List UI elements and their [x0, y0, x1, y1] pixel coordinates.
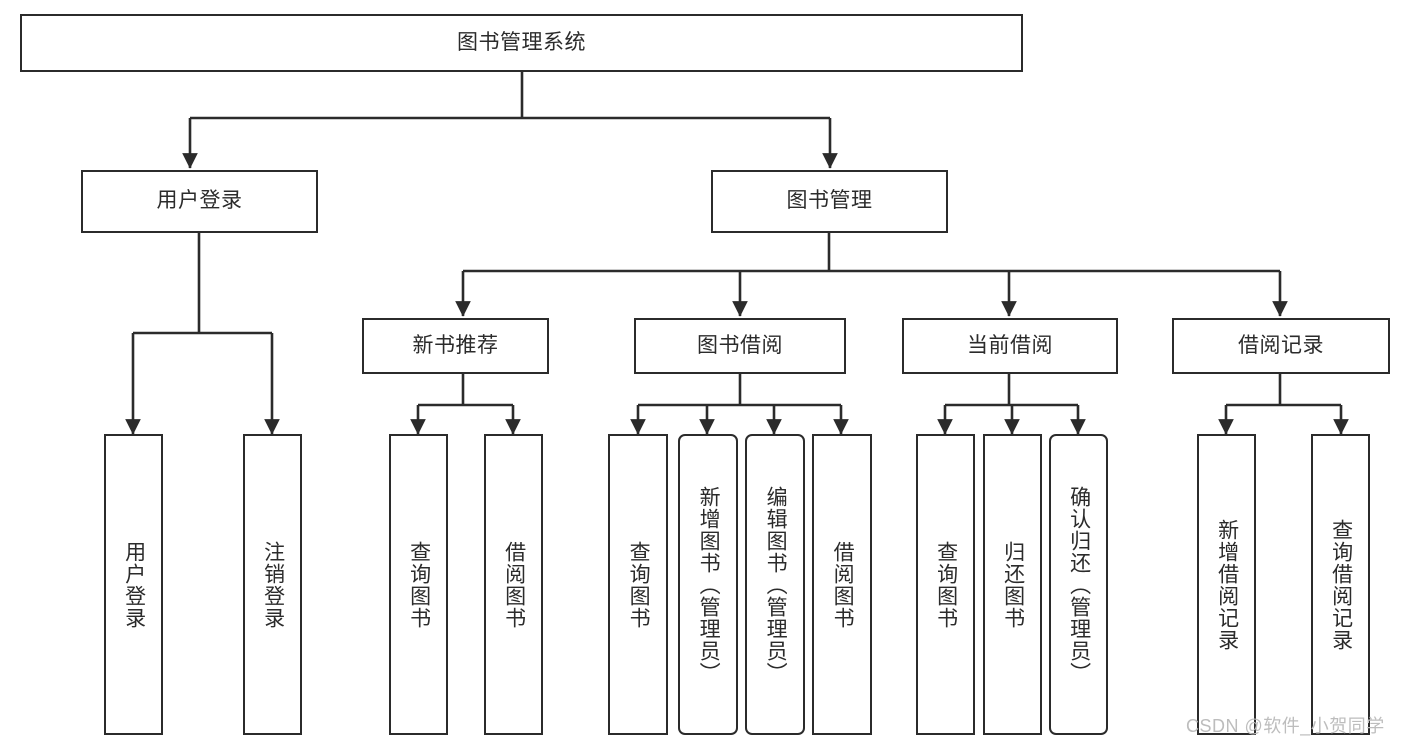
node-label: 注销登录 [261, 540, 285, 629]
leaf-borrow-query-book[interactable]: 查询图书 [608, 434, 668, 735]
node-label: 用户登录 [156, 189, 243, 213]
node-label: 新增图书（管理员） [697, 485, 721, 684]
leaf-return-book[interactable]: 归还图书 [983, 434, 1042, 735]
node-book-management[interactable]: 图书管理 [711, 170, 948, 233]
node-label: 编辑图书（管理员） [764, 485, 788, 684]
node-label: 确认归还（管理员） [1067, 485, 1091, 684]
node-root-book-management-system[interactable]: 图书管理系统 [20, 14, 1023, 72]
leaf-current-query-book[interactable]: 查询图书 [916, 434, 975, 735]
node-book-borrow[interactable]: 图书借阅 [634, 318, 846, 374]
node-label: 用户登录 [122, 540, 146, 629]
node-label: 当前借阅 [967, 333, 1053, 357]
node-label: 归还图书 [1001, 540, 1025, 629]
node-label: 图书管理 [786, 189, 873, 213]
node-label: 图书借阅 [697, 333, 783, 357]
node-new-book-recommend[interactable]: 新书推荐 [362, 318, 549, 374]
node-user-login[interactable]: 用户登录 [81, 170, 318, 233]
leaf-confirm-return-admin[interactable]: 确认归还（管理员） [1049, 434, 1108, 735]
leaf-edit-book-admin[interactable]: 编辑图书（管理员） [745, 434, 805, 735]
leaf-recommend-query-book[interactable]: 查询图书 [389, 434, 448, 735]
node-label: 查询图书 [407, 540, 431, 629]
leaf-add-book-admin[interactable]: 新增图书（管理员） [678, 434, 738, 735]
leaf-logout-login[interactable]: 注销登录 [243, 434, 302, 735]
leaf-recommend-borrow-book[interactable]: 借阅图书 [484, 434, 543, 735]
node-label: 图书管理系统 [457, 30, 586, 54]
node-label: 借阅图书 [831, 540, 855, 629]
leaf-query-borrow-record[interactable]: 查询借阅记录 [1311, 434, 1370, 735]
leaf-user-login[interactable]: 用户登录 [104, 434, 163, 735]
node-label: 新增借阅记录 [1215, 518, 1239, 651]
node-label: 查询借阅记录 [1329, 518, 1353, 651]
node-label: 借阅记录 [1238, 333, 1324, 357]
leaf-borrow-book[interactable]: 借阅图书 [812, 434, 872, 735]
leaf-add-borrow-record[interactable]: 新增借阅记录 [1197, 434, 1256, 735]
node-borrow-record[interactable]: 借阅记录 [1172, 318, 1390, 374]
watermark-text: CSDN @软件_小贺同学 [1186, 716, 1385, 736]
node-label: 查询图书 [627, 540, 651, 629]
node-label: 查询图书 [934, 540, 958, 629]
node-label: 借阅图书 [502, 540, 526, 629]
node-label: 新书推荐 [412, 333, 499, 357]
node-current-borrow[interactable]: 当前借阅 [902, 318, 1118, 374]
